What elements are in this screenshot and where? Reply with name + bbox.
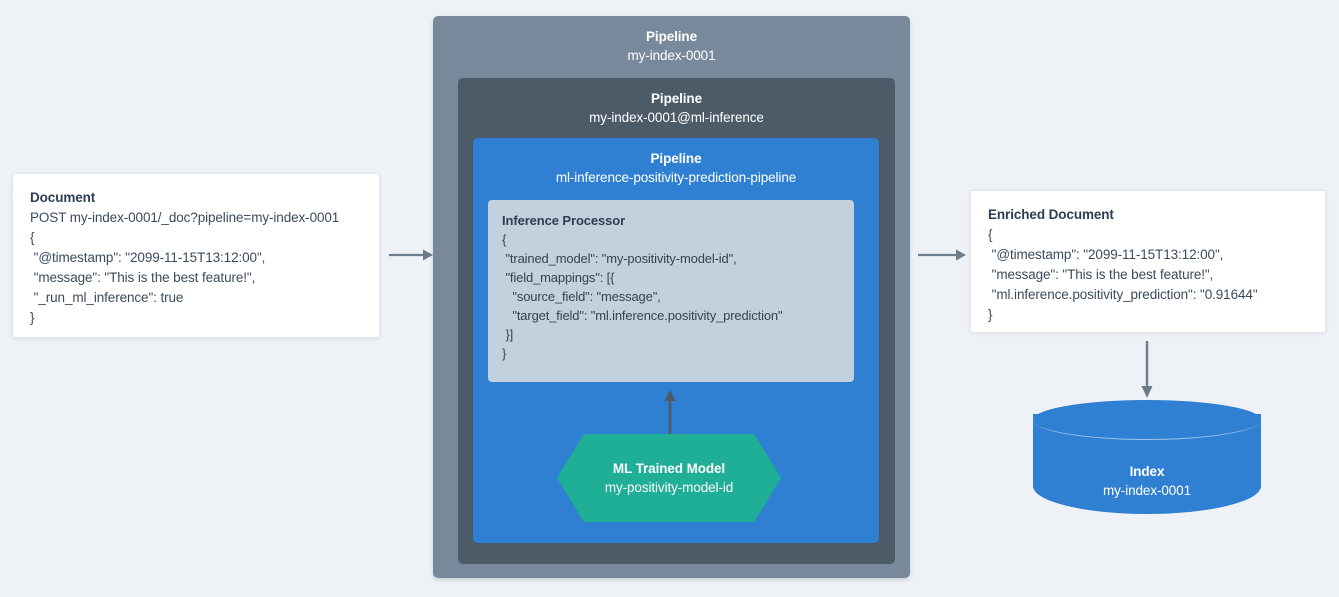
document-card: Document POST my-index-0001/_doc?pipelin…: [12, 173, 380, 338]
document-card-line: "message": "This is the best feature!",: [30, 270, 256, 285]
arrow-document-to-pipeline: [389, 248, 433, 262]
ml-trained-model-name: my-positivity-model-id: [604, 479, 734, 495]
pipeline-outer-box: Pipeline my-index-0001 Pipeline my-index…: [433, 16, 910, 578]
enriched-document-card-title: Enriched Document: [988, 207, 1114, 222]
arrow-right-icon: [389, 249, 433, 261]
pipeline-outer-label: Pipeline: [646, 29, 697, 44]
enriched-document-card-line: "message": "This is the best feature!",: [988, 267, 1214, 282]
index-name: my-index-0001: [1103, 483, 1191, 498]
enriched-document-card-line: "ml.inference.positivity_prediction": "0…: [988, 287, 1258, 302]
inference-processor-line: "field_mappings": [{: [502, 270, 615, 285]
document-card-title: Document: [30, 190, 96, 205]
ml-trained-model-hexagon: ML Trained Model my-positivity-model-id: [557, 434, 781, 522]
pipeline-inner-label: Pipeline: [650, 151, 702, 166]
document-card-line: "@timestamp": "2099-11-15T13:12:00",: [30, 250, 266, 265]
document-card-line: POST my-index-0001/_doc?pipeline=my-inde…: [30, 210, 340, 225]
inference-processor-line: "trained_model": "my-positivity-model-id…: [502, 251, 737, 266]
inference-processor-line: }: [502, 346, 507, 361]
document-card-line: }: [30, 310, 35, 325]
arrow-model-to-processor: [663, 390, 677, 436]
pipeline-middle-header: Pipeline my-index-0001@ml-inference: [458, 78, 895, 128]
enriched-document-card-line: "@timestamp": "2099-11-15T13:12:00",: [988, 247, 1224, 262]
enriched-document-card-line: {: [988, 227, 993, 242]
index-label: Index: [1129, 464, 1165, 479]
pipeline-outer-name: my-index-0001: [627, 48, 716, 63]
document-card-line: {: [30, 230, 35, 245]
enriched-document-card-line: }: [988, 307, 993, 322]
pipeline-inner-box: Pipeline ml-inference-positivity-predict…: [473, 138, 879, 543]
arrow-right-icon: [918, 249, 966, 261]
arrow-down-icon: [1141, 341, 1153, 398]
inference-processor-line: "source_field": "message",: [502, 289, 661, 304]
inference-processor-line: "target_field": "ml.inference.positivity…: [502, 308, 783, 323]
enriched-document-card: Enriched Document { "@timestamp": "2099-…: [970, 190, 1326, 333]
index-cylinder: Index my-index-0001: [1033, 400, 1261, 528]
pipeline-inner-header: Pipeline ml-inference-positivity-predict…: [473, 138, 879, 188]
arrow-pipeline-to-enriched-document: [918, 248, 966, 262]
index-label-group: Index my-index-0001: [1033, 462, 1261, 501]
pipeline-inner-name: ml-inference-positivity-prediction-pipel…: [555, 170, 797, 185]
inference-processor-line: }]: [502, 327, 514, 342]
pipeline-middle-box: Pipeline my-index-0001@ml-inference Pipe…: [458, 78, 895, 564]
pipeline-middle-name: my-index-0001@ml-inference: [589, 110, 764, 125]
cylinder-top-ellipse: [1033, 400, 1261, 440]
arrow-enriched-document-to-index: [1140, 341, 1154, 398]
inference-processor-line: {: [502, 232, 507, 247]
pipeline-middle-label: Pipeline: [651, 91, 702, 106]
inference-processor-box: Inference Processor { "trained_model": "…: [488, 200, 854, 382]
ml-trained-model-label: ML Trained Model: [612, 460, 726, 476]
arrow-up-icon: [664, 390, 676, 436]
pipeline-outer-header: Pipeline my-index-0001: [433, 16, 910, 66]
inference-processor-title: Inference Processor: [502, 213, 626, 228]
document-card-line: "_run_ml_inference": true: [30, 290, 184, 305]
